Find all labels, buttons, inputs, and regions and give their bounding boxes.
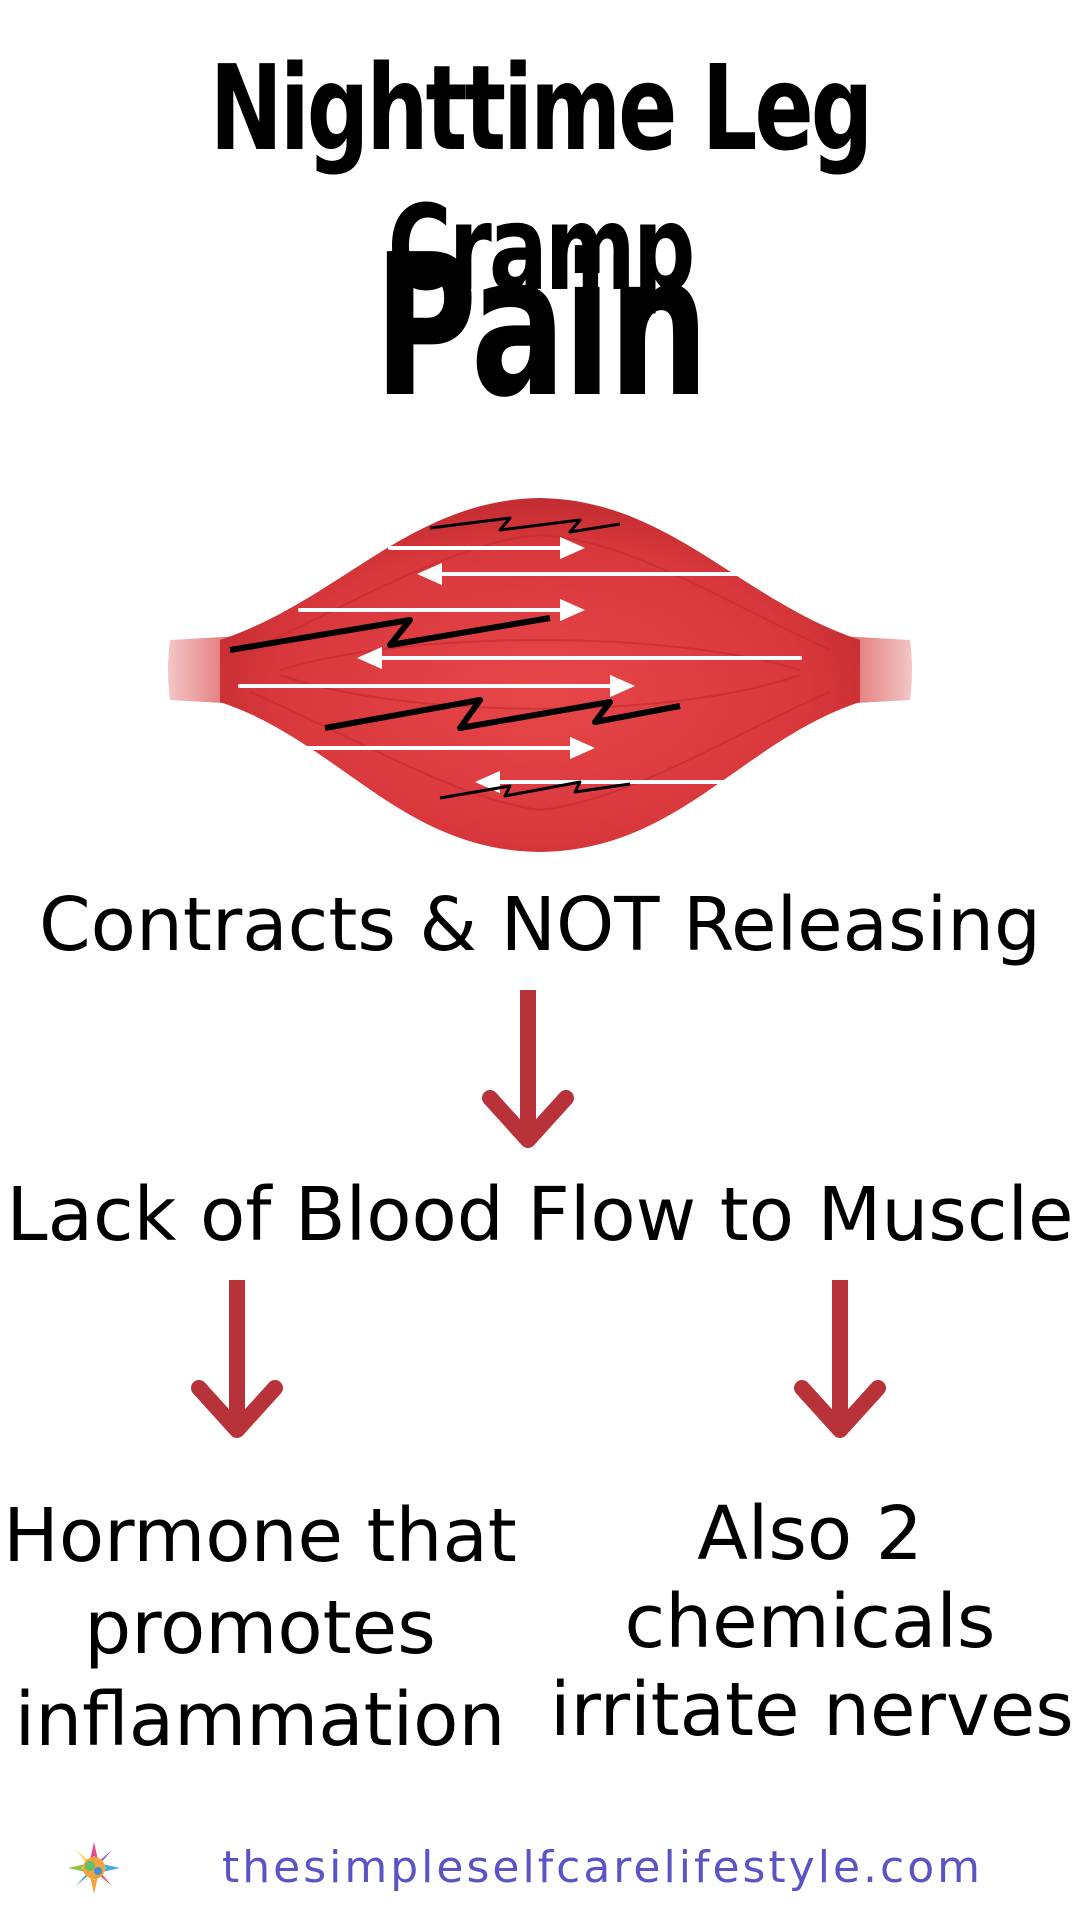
branch-text-line: irritate nerves.	[550, 1667, 1080, 1753]
down-arrow-icon	[482, 990, 574, 1148]
page-title-emphasis: Pain	[373, 213, 709, 441]
branch-text-line: inflammation	[14, 1677, 506, 1763]
flow-step-contracts: Contracts & NOT Releasing	[39, 882, 1041, 968]
down-arrow-icon	[191, 1280, 283, 1438]
branch-text-line: promotes	[84, 1585, 436, 1671]
flow-branch-hormone: Hormone that promotes inflammation	[0, 1490, 520, 1766]
branch-text-line: Also 2	[697, 1491, 923, 1577]
sun-mandala-logo	[68, 1842, 120, 1894]
contracted-muscle-illustration	[168, 498, 912, 852]
branch-text-line: chemicals	[624, 1579, 996, 1665]
page-title: Nighttime Leg Cramp	[209, 39, 874, 317]
branch-text-line: Hormone that	[3, 1493, 517, 1579]
flow-step-blood-flow: Lack of Blood Flow to Muscle	[6, 1172, 1074, 1258]
flow-branch-chemicals: Also 2 chemicals irritate nerves.	[550, 1490, 1080, 1754]
muscle-belly	[220, 498, 860, 852]
website-url[interactable]: thesimpleselfcarelifestyle.com	[222, 1842, 983, 1893]
down-arrow-icon	[794, 1280, 886, 1438]
